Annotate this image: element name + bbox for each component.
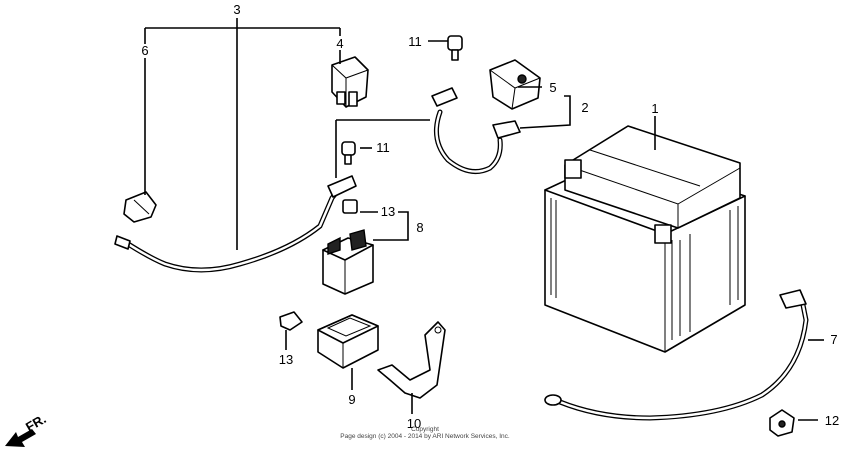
front-direction-label: FR. bbox=[23, 411, 49, 434]
callout-6: 6 bbox=[141, 43, 148, 58]
bracket bbox=[377, 321, 446, 399]
positive-cable bbox=[114, 175, 357, 273]
copyright-notice: Copyright Page design (c) 2004 - 2014 by… bbox=[300, 426, 550, 440]
callout-9: 9 bbox=[348, 392, 355, 407]
leader-lines bbox=[144, 18, 824, 421]
copyright-line1: Copyright bbox=[411, 426, 439, 433]
terminal-cover-4 bbox=[331, 56, 369, 108]
callout-11-lower: 11 bbox=[376, 140, 390, 155]
callout-2: 2 bbox=[581, 100, 588, 115]
callout-3: 3 bbox=[233, 2, 240, 17]
terminal-boot bbox=[123, 191, 157, 223]
callout-12: 12 bbox=[825, 413, 839, 428]
battery bbox=[544, 125, 746, 353]
relay-cable bbox=[431, 87, 521, 175]
copyright-line2: Page design (c) 2004 - 2014 by ARI Netwo… bbox=[340, 433, 510, 440]
callout-7: 7 bbox=[830, 332, 837, 347]
negative-cable bbox=[544, 289, 809, 421]
bolt-lower bbox=[341, 141, 356, 165]
fuse-spare bbox=[279, 311, 303, 331]
callout-10: 10 bbox=[407, 416, 421, 431]
callout-1: 1 bbox=[651, 101, 658, 116]
callout-numbers: 1 2 3 4 5 6 7 8 9 10 11 11 12 13 13 bbox=[141, 2, 839, 431]
callout-5: 5 bbox=[549, 80, 556, 95]
callout-4: 4 bbox=[336, 36, 343, 51]
callout-11-upper: 11 bbox=[408, 34, 422, 49]
callout-13-lower: 13 bbox=[279, 352, 293, 367]
callout-13-upper: 13 bbox=[381, 204, 395, 219]
starter-relay bbox=[322, 199, 374, 295]
cable-clamp bbox=[769, 409, 795, 437]
bolt-upper bbox=[447, 35, 463, 61]
terminal-cover-5 bbox=[489, 59, 541, 110]
callout-8: 8 bbox=[416, 220, 423, 235]
front-arrow-icon bbox=[5, 429, 36, 447]
relay-holder bbox=[317, 314, 379, 369]
